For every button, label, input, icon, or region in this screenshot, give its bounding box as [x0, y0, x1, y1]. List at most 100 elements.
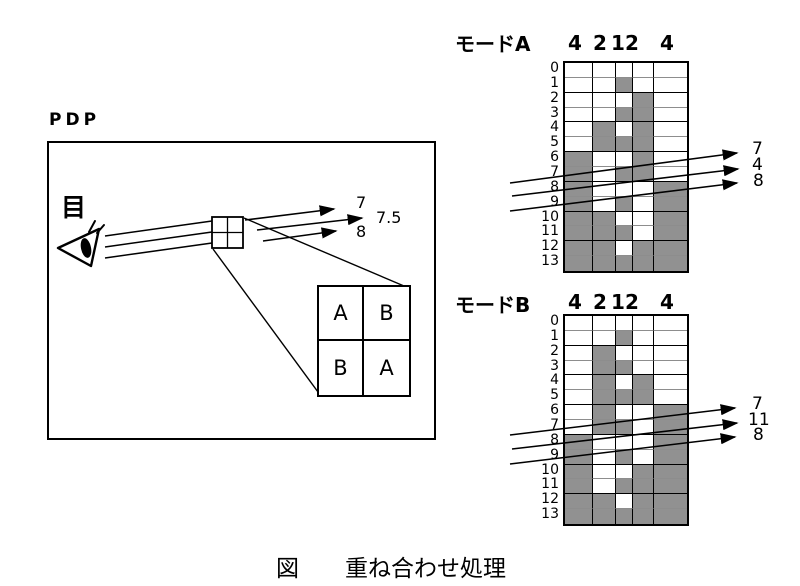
mode-b-cell-r11c4 — [654, 479, 687, 495]
mode-b-row-label-13: 13 — [541, 506, 559, 523]
mode-b-arrow-label-11: 11 — [748, 410, 770, 430]
mode-a-cell-r3c0 — [565, 107, 593, 123]
mode-b-cell-r7c0 — [565, 420, 593, 435]
mode-a-row-label-4: 4 — [550, 119, 559, 136]
mode-a-cell-r0c2 — [616, 63, 633, 78]
mode-a-cell-r2c3 — [633, 92, 654, 108]
mode-b-cell-r8c4 — [654, 434, 687, 450]
mode-a-cell-r11c0 — [565, 226, 593, 242]
mode-a-cell-r7c1 — [593, 167, 616, 182]
mode-a-row-label-5: 5 — [550, 134, 559, 151]
mode-b-cell-r7c2 — [616, 420, 633, 435]
mode-b-cell-r9c4 — [654, 449, 687, 465]
mode-b-cell-r1c2 — [616, 330, 633, 346]
mode-a-cell-r0c1 — [593, 63, 616, 78]
mode-a-cell-r6c3 — [633, 152, 654, 167]
mode-a-cell-r9c2 — [616, 196, 633, 212]
mode-a-cell-r4c2 — [616, 122, 633, 138]
mode-b-cell-r7c4 — [654, 420, 687, 435]
mode-a-cell-r3c1 — [593, 107, 616, 123]
mode-a-cell-r13c3 — [633, 256, 654, 271]
mode-a-cell-r0c3 — [633, 63, 654, 78]
mode-b-row-label-4: 4 — [550, 372, 559, 389]
figure-caption-label: 図 — [276, 556, 299, 582]
mode-a-cell-r10c4 — [654, 211, 687, 227]
mode-b-cell-r13c4 — [654, 509, 687, 524]
mode-a-cell-r11c2 — [616, 226, 633, 242]
eye-kanji-label: 目 — [61, 193, 87, 222]
mode-b-row-label-3: 3 — [550, 357, 559, 374]
mode-a-cell-r7c0 — [565, 167, 593, 182]
mode-a-row-label-2: 2 — [550, 89, 559, 106]
mode-b-cell-r4c2 — [616, 375, 633, 391]
mode-a-cell-r10c2 — [616, 211, 633, 227]
pixel-quad-cell-0: A — [319, 287, 364, 341]
mode-a-row-label-8: 8 — [550, 178, 559, 195]
mode-a-cell-r2c4 — [654, 92, 687, 108]
mode-a-cell-r12c3 — [633, 241, 654, 257]
mode-a-row-label-6: 6 — [550, 149, 559, 166]
mode-a-weight-2: 1 — [611, 31, 625, 55]
mode-b-row-label-10: 10 — [541, 461, 559, 478]
mode-b-cell-r9c0 — [565, 449, 593, 465]
mode-b-cell-r0c3 — [633, 316, 654, 331]
mode-b-cell-r0c1 — [593, 316, 616, 331]
mode-b-weight-2: 1 — [611, 290, 625, 314]
pdp-ray-label-7-5: 7.5 — [376, 208, 402, 227]
pdp-label: PDP — [49, 110, 101, 130]
mode-b-row-label-12: 12 — [541, 491, 559, 508]
mode-a-cell-r2c0 — [565, 92, 593, 108]
mode-a-cell-r12c0 — [565, 241, 593, 257]
mode-b-cell-r10c0 — [565, 464, 593, 480]
mode-b-cell-r11c3 — [633, 479, 654, 495]
mode-a-cell-r1c0 — [565, 77, 593, 93]
mode-b-cell-r4c3 — [633, 375, 654, 391]
mode-a-arrow-label-7: 7 — [752, 139, 763, 159]
mode-a-cell-r5c2 — [616, 137, 633, 153]
mode-a-cell-r0c4 — [654, 63, 687, 78]
mode-b-cell-r6c3 — [633, 405, 654, 420]
mode-b-weight-4: 4 — [660, 290, 674, 314]
mode-b-cell-r2c2 — [616, 345, 633, 361]
mode-a-cell-r1c2 — [616, 77, 633, 93]
mode-a-cell-r6c4 — [654, 152, 687, 167]
mode-b-cell-r8c0 — [565, 434, 593, 450]
mode-a-weight-0: 4 — [568, 31, 582, 55]
mode-a-cell-r8c3 — [633, 181, 654, 197]
mode-b-row-label-8: 8 — [550, 431, 559, 448]
mode-b-cell-r8c2 — [616, 434, 633, 450]
mode-a-cell-r4c3 — [633, 122, 654, 138]
mode-b-cell-r10c1 — [593, 464, 616, 480]
mode-b-cell-r2c1 — [593, 345, 616, 361]
mode-b-cell-r7c3 — [633, 420, 654, 435]
mode-b-weight-3: 2 — [625, 290, 639, 314]
mode-a-cell-r5c1 — [593, 137, 616, 153]
mode-a-cell-r1c1 — [593, 77, 616, 93]
mode-a-cell-r13c4 — [654, 256, 687, 271]
mode-b-cell-r11c1 — [593, 479, 616, 495]
mode-a-cell-r12c4 — [654, 241, 687, 257]
mode-a-row-label-1: 1 — [550, 74, 559, 91]
mode-a-cell-r3c2 — [616, 107, 633, 123]
mode-a-cell-r2c2 — [616, 92, 633, 108]
mode-a-title: モードA — [455, 32, 531, 56]
mode-b-row-label-7: 7 — [550, 417, 559, 433]
mode-a-row-label-9: 9 — [550, 193, 559, 210]
mode-b-cell-r12c2 — [616, 494, 633, 510]
mode-a-weight-4: 4 — [660, 31, 674, 55]
mode-b-cell-r11c0 — [565, 479, 593, 495]
mode-b-row-label-11: 11 — [541, 476, 559, 493]
mode-b-cell-r6c4 — [654, 405, 687, 420]
mode-b-cell-r3c4 — [654, 360, 687, 376]
mode-b-cell-r7c1 — [593, 420, 616, 435]
mode-a-cell-r8c1 — [593, 181, 616, 197]
mode-a-cell-r1c3 — [633, 77, 654, 93]
mode-a-cell-r9c3 — [633, 196, 654, 212]
mode-a-row-label-12: 12 — [541, 238, 559, 255]
mode-b-cell-r5c2 — [616, 390, 633, 406]
mode-b-cell-r3c0 — [565, 360, 593, 376]
mode-a-cell-r13c2 — [616, 256, 633, 271]
